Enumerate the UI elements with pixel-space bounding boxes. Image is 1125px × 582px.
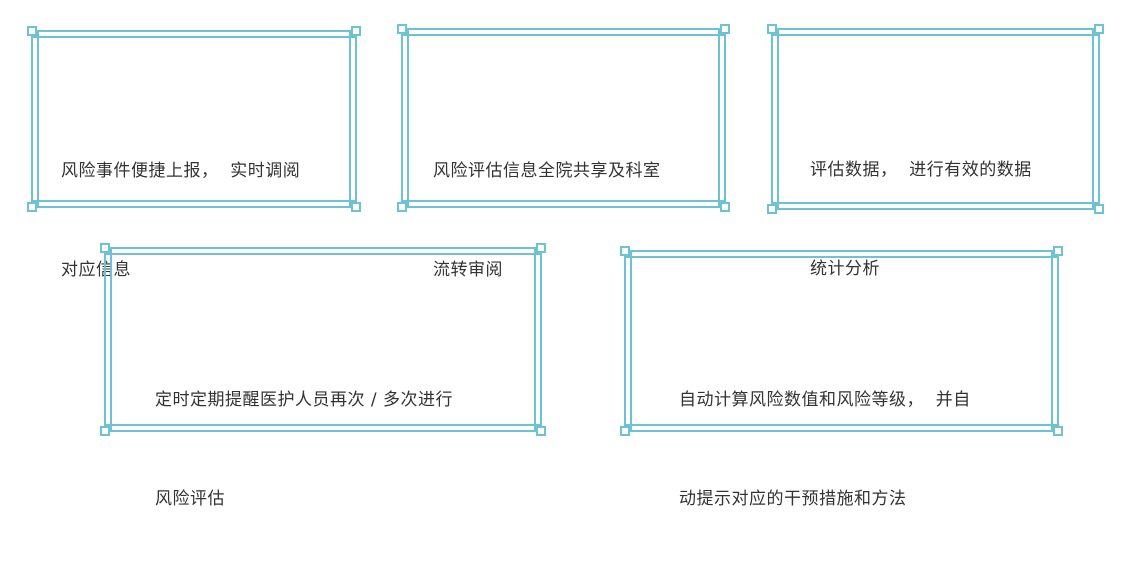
- frame-corner: [1094, 204, 1104, 214]
- frame-line: [540, 248, 542, 431]
- frame-line: [32, 206, 356, 208]
- frame-corner: [397, 24, 407, 34]
- frame-corner: [767, 24, 777, 34]
- frame-corner: [620, 246, 630, 256]
- frame-line: [625, 256, 1058, 258]
- frame-corner: [1053, 426, 1063, 436]
- frame-corner: [767, 204, 777, 214]
- frame-line: [32, 30, 356, 32]
- frame-line: [402, 34, 725, 36]
- frame-line: [105, 430, 541, 432]
- card-text: 定时定期提醒医护人员再次 / 多次进行 风险评估: [155, 318, 453, 582]
- card-text-line-2: 统计分析: [810, 259, 880, 279]
- frame-line: [772, 28, 1099, 30]
- frame-line: [625, 250, 1058, 252]
- feature-card-5: 自动计算风险数值和风险等级， 并自 动提示对应的干预措施和方法: [620, 246, 1063, 509]
- card-text-line-1: 风险评估信息全院共享及科室: [433, 161, 661, 181]
- frame-line: [402, 28, 725, 30]
- frame-corner: [536, 243, 546, 253]
- card-text-line-2: 流转审阅: [433, 260, 503, 280]
- frame-corner: [27, 26, 37, 36]
- frame-corner: [536, 426, 546, 436]
- frame-line: [32, 36, 356, 38]
- card-text: 自动计算风险数值和风险等级， 并自 动提示对应的干预措施和方法: [679, 318, 971, 582]
- frame-line: [534, 248, 536, 431]
- frame-line: [1057, 251, 1059, 431]
- frame-line: [724, 29, 726, 207]
- frame-corner: [397, 202, 407, 212]
- frame-line: [407, 29, 409, 207]
- frame-line: [104, 248, 106, 431]
- frame-corner: [351, 26, 361, 36]
- card-text: 评估数据， 进行有效的数据 统计分析: [810, 88, 1032, 352]
- frame-corner: [620, 426, 630, 436]
- frame-line: [772, 34, 1099, 36]
- frame-corner: [351, 202, 361, 212]
- card-text: 风险评估信息全院共享及科室 流转审阅: [433, 89, 661, 353]
- card-text-line-1: 风险事件便捷上报， 实时调阅: [61, 161, 301, 181]
- frame-line: [37, 31, 39, 207]
- frame-line: [1098, 29, 1100, 209]
- card-text-line-2: 动提示对应的干预措施和方法: [679, 489, 907, 509]
- card-text-line-1: 评估数据， 进行有效的数据: [810, 160, 1032, 180]
- frame-line: [771, 29, 773, 209]
- frame-corner: [720, 202, 730, 212]
- frame-corner: [27, 202, 37, 212]
- frame-corner: [720, 24, 730, 34]
- card-text-line-1: 定时定期提醒医护人员再次 / 多次进行: [155, 390, 454, 410]
- frame-line: [355, 31, 357, 207]
- feature-card-1: 风险事件便捷上报， 实时调阅 对应信息: [27, 26, 361, 280]
- frame-corner: [1053, 246, 1063, 256]
- card-text: 风险事件便捷上报， 实时调阅 对应信息: [61, 89, 300, 353]
- frame-line: [31, 31, 33, 207]
- frame-line: [630, 251, 632, 431]
- frame-line: [32, 200, 356, 202]
- feature-card-4: 定时定期提醒医护人员再次 / 多次进行 风险评估: [100, 243, 546, 509]
- frame-line: [625, 430, 1058, 432]
- frame-line: [349, 31, 351, 207]
- frame-corner: [1094, 24, 1104, 34]
- frame-line: [777, 29, 779, 209]
- feature-card-3: 评估数据， 进行有效的数据 统计分析: [767, 24, 1104, 279]
- frame-corner: [100, 243, 110, 253]
- feature-card-2: 风险评估信息全院共享及科室 流转审阅: [397, 24, 730, 280]
- frame-line: [110, 248, 112, 431]
- frame-line: [624, 251, 626, 431]
- frame-line: [105, 424, 541, 426]
- frame-line: [1051, 251, 1053, 431]
- card-text-line-2: 风险评估: [155, 489, 225, 509]
- frame-line: [401, 29, 403, 207]
- card-text-line-2: 对应信息: [61, 260, 131, 280]
- frame-line: [1092, 29, 1094, 209]
- frame-line: [772, 202, 1099, 204]
- frame-line: [718, 29, 720, 207]
- card-text-line-1: 自动计算风险数值和风险等级， 并自: [679, 390, 971, 410]
- frame-line: [105, 247, 541, 249]
- frame-line: [105, 253, 541, 255]
- frame-line: [772, 208, 1099, 210]
- frame-line: [625, 424, 1058, 426]
- frame-corner: [100, 426, 110, 436]
- frame-line: [402, 200, 725, 202]
- frame-line: [402, 206, 725, 208]
